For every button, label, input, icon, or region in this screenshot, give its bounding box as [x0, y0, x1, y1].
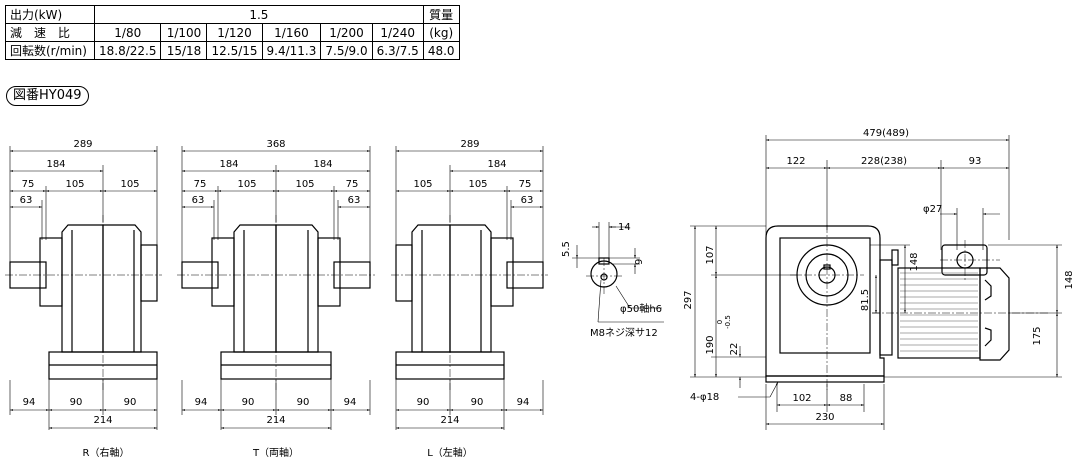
- caption-r: R（右軸）: [83, 446, 130, 459]
- tap-spec: M8ネジ深サ12: [590, 327, 658, 339]
- dim-key-width: 14: [618, 222, 631, 233]
- dim-63b: 63: [348, 195, 361, 206]
- speed-cell: 18.8/22.5: [93, 41, 162, 60]
- front-view-r: 289 184 75 105 105 63 94 90 90 214 R（右軸）: [5, 139, 162, 459]
- side-view: 479(489) 122 228(238) 93 φ27 107 297 190…: [683, 128, 1075, 430]
- dim-base-90b: 90: [297, 397, 310, 408]
- caption-l: L（左軸）: [427, 446, 473, 459]
- dim-total-length: 479(489): [863, 128, 909, 139]
- ratio-cell: 1/240: [371, 23, 424, 42]
- shaft-end-detail: 14 5.5 9 φ50軸h6 M8ネジ深サ12: [561, 222, 664, 339]
- dim-105b: 105: [468, 179, 487, 190]
- mount-holes-label: 4-φ18: [690, 392, 719, 403]
- spec-row-speed: 回転数(r/min) 18.8/22.5 15/18 12.5/15 9.4/1…: [5, 41, 460, 60]
- drawing-number-badge: 図番HY049: [6, 86, 89, 106]
- dim-148-motor: 148: [909, 252, 920, 271]
- dim-297: 297: [683, 290, 694, 309]
- spec-row-ratio: 減 速 比 1/80 1/100 1/120 1/160 1/200 1/240…: [5, 23, 460, 42]
- tol-upper: 0: [716, 320, 724, 324]
- dim-105a: 105: [413, 179, 432, 190]
- dim-63: 63: [521, 195, 534, 206]
- speed-cell: 9.4/11.3: [261, 41, 322, 60]
- speed-cell: 6.3/7.5: [371, 41, 424, 60]
- shaft-diameter: φ50軸h6: [620, 302, 662, 315]
- dim-105a: 105: [65, 179, 84, 190]
- dim-base-94b: 94: [344, 397, 357, 408]
- dim-base-214: 214: [440, 415, 459, 426]
- front-view-l: 289 184 105 105 75 63 90 90 94 214 L（左軸）: [391, 139, 548, 459]
- dim-base-94: 94: [23, 397, 36, 408]
- speed-cell: 7.5/9.0: [320, 41, 373, 60]
- dim-105b: 105: [295, 179, 314, 190]
- spec-table: 出力(kW) 1.5 質量 減 速 比 1/80 1/100 1/120 1/1…: [5, 5, 460, 60]
- dim-base-94a: 94: [195, 397, 208, 408]
- dim-total: 289: [73, 139, 92, 150]
- dim-base-214: 214: [93, 415, 112, 426]
- dim-base-90a: 90: [242, 397, 255, 408]
- dim-base-94: 94: [517, 397, 530, 408]
- dim-base-214: 214: [266, 415, 285, 426]
- tol-lower: -0.5: [724, 315, 732, 329]
- dim-228: 228(238): [861, 156, 907, 167]
- dim-122: 122: [786, 156, 805, 167]
- dim-175: 175: [1032, 326, 1043, 345]
- dim-75b: 75: [346, 179, 359, 190]
- mass-value: 48.0: [422, 41, 460, 60]
- dim-184a: 184: [219, 159, 238, 170]
- dim-base-90a: 90: [417, 397, 430, 408]
- dim-75: 75: [22, 179, 35, 190]
- dim-9: 9: [634, 259, 645, 265]
- dim-63a: 63: [192, 195, 205, 206]
- dim-184: 184: [46, 159, 65, 170]
- speed-cell: 12.5/15: [206, 41, 263, 60]
- ratio-cell: 1/80: [93, 23, 162, 42]
- dim-phi27: φ27: [923, 204, 942, 215]
- dim-75a: 75: [194, 179, 207, 190]
- dim-base-90a: 90: [70, 397, 83, 408]
- dim-190: 190: [705, 335, 716, 354]
- dim-base-90b: 90: [471, 397, 484, 408]
- dim-88: 88: [840, 393, 853, 404]
- dim-81-5: 81.5: [860, 289, 871, 311]
- dim-base-90b: 90: [124, 397, 137, 408]
- dim-184b: 184: [313, 159, 332, 170]
- dim-102: 102: [792, 393, 811, 404]
- dim-75: 75: [519, 179, 532, 190]
- dim-63: 63: [20, 195, 33, 206]
- dim-93: 93: [969, 156, 982, 167]
- dim-total: 289: [460, 139, 479, 150]
- dim-107: 107: [705, 245, 716, 264]
- dim-105b: 105: [120, 179, 139, 190]
- dim-105a: 105: [237, 179, 256, 190]
- dim-230: 230: [815, 412, 834, 423]
- ratio-cell: 1/100: [160, 23, 208, 42]
- dim-key-depth: 5.5: [561, 241, 572, 257]
- dim-total: 368: [266, 139, 285, 150]
- dim-22: 22: [729, 343, 740, 356]
- front-view-t: 368 184 184 75 105 105 75 63 63 94 90 90…: [177, 139, 375, 459]
- speed-label: 回転数(r/min): [5, 41, 95, 60]
- dim-148-right: 148: [1064, 270, 1075, 289]
- caption-t: T（両軸）: [252, 446, 299, 459]
- dim-184: 184: [487, 159, 506, 170]
